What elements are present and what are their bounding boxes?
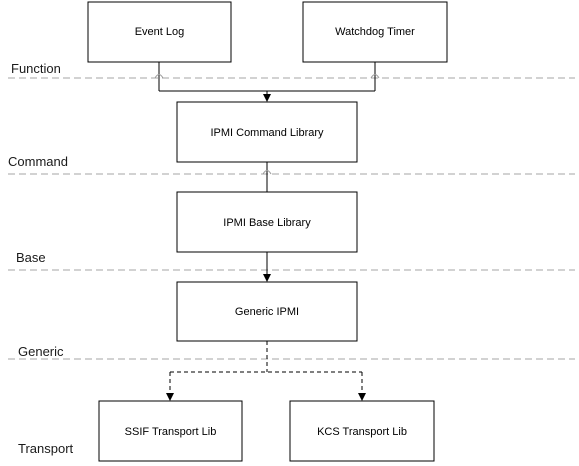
generic-ipmi-box: Generic IPMI bbox=[176, 281, 358, 342]
ipmi-command-library-box: IPMI Command Library bbox=[176, 101, 358, 163]
event-log-label: Event Log bbox=[135, 26, 185, 38]
event-log-box: Event Log bbox=[87, 1, 232, 63]
watchdog-timer-label: Watchdog Timer bbox=[335, 26, 415, 38]
ipmi-base-library-box: IPMI Base Library bbox=[176, 191, 358, 253]
generic-to-transport-connector bbox=[166, 341, 366, 401]
function-to-command-connector bbox=[154, 62, 380, 102]
kcs-transport-lib-box: KCS Transport Lib bbox=[289, 400, 435, 462]
ssif-transport-lib-label: SSIF Transport Lib bbox=[125, 426, 217, 438]
ssif-transport-lib-box: SSIF Transport Lib bbox=[98, 400, 243, 462]
layer-label-command: Command bbox=[8, 154, 68, 169]
ipmi-base-library-label: IPMI Base Library bbox=[223, 217, 311, 229]
ipmi-command-library-label: IPMI Command Library bbox=[210, 127, 324, 139]
kcs-transport-lib-label: KCS Transport Lib bbox=[317, 426, 407, 438]
generic-ipmi-label: Generic IPMI bbox=[235, 306, 299, 318]
watchdog-timer-box: Watchdog Timer bbox=[302, 1, 448, 63]
layer-label-function: Function bbox=[11, 61, 61, 76]
command-to-base-connector bbox=[262, 162, 272, 192]
layer-label-transport: Transport bbox=[18, 441, 74, 456]
layer-label-base: Base bbox=[16, 250, 46, 265]
layer-label-generic: Generic bbox=[18, 344, 64, 359]
